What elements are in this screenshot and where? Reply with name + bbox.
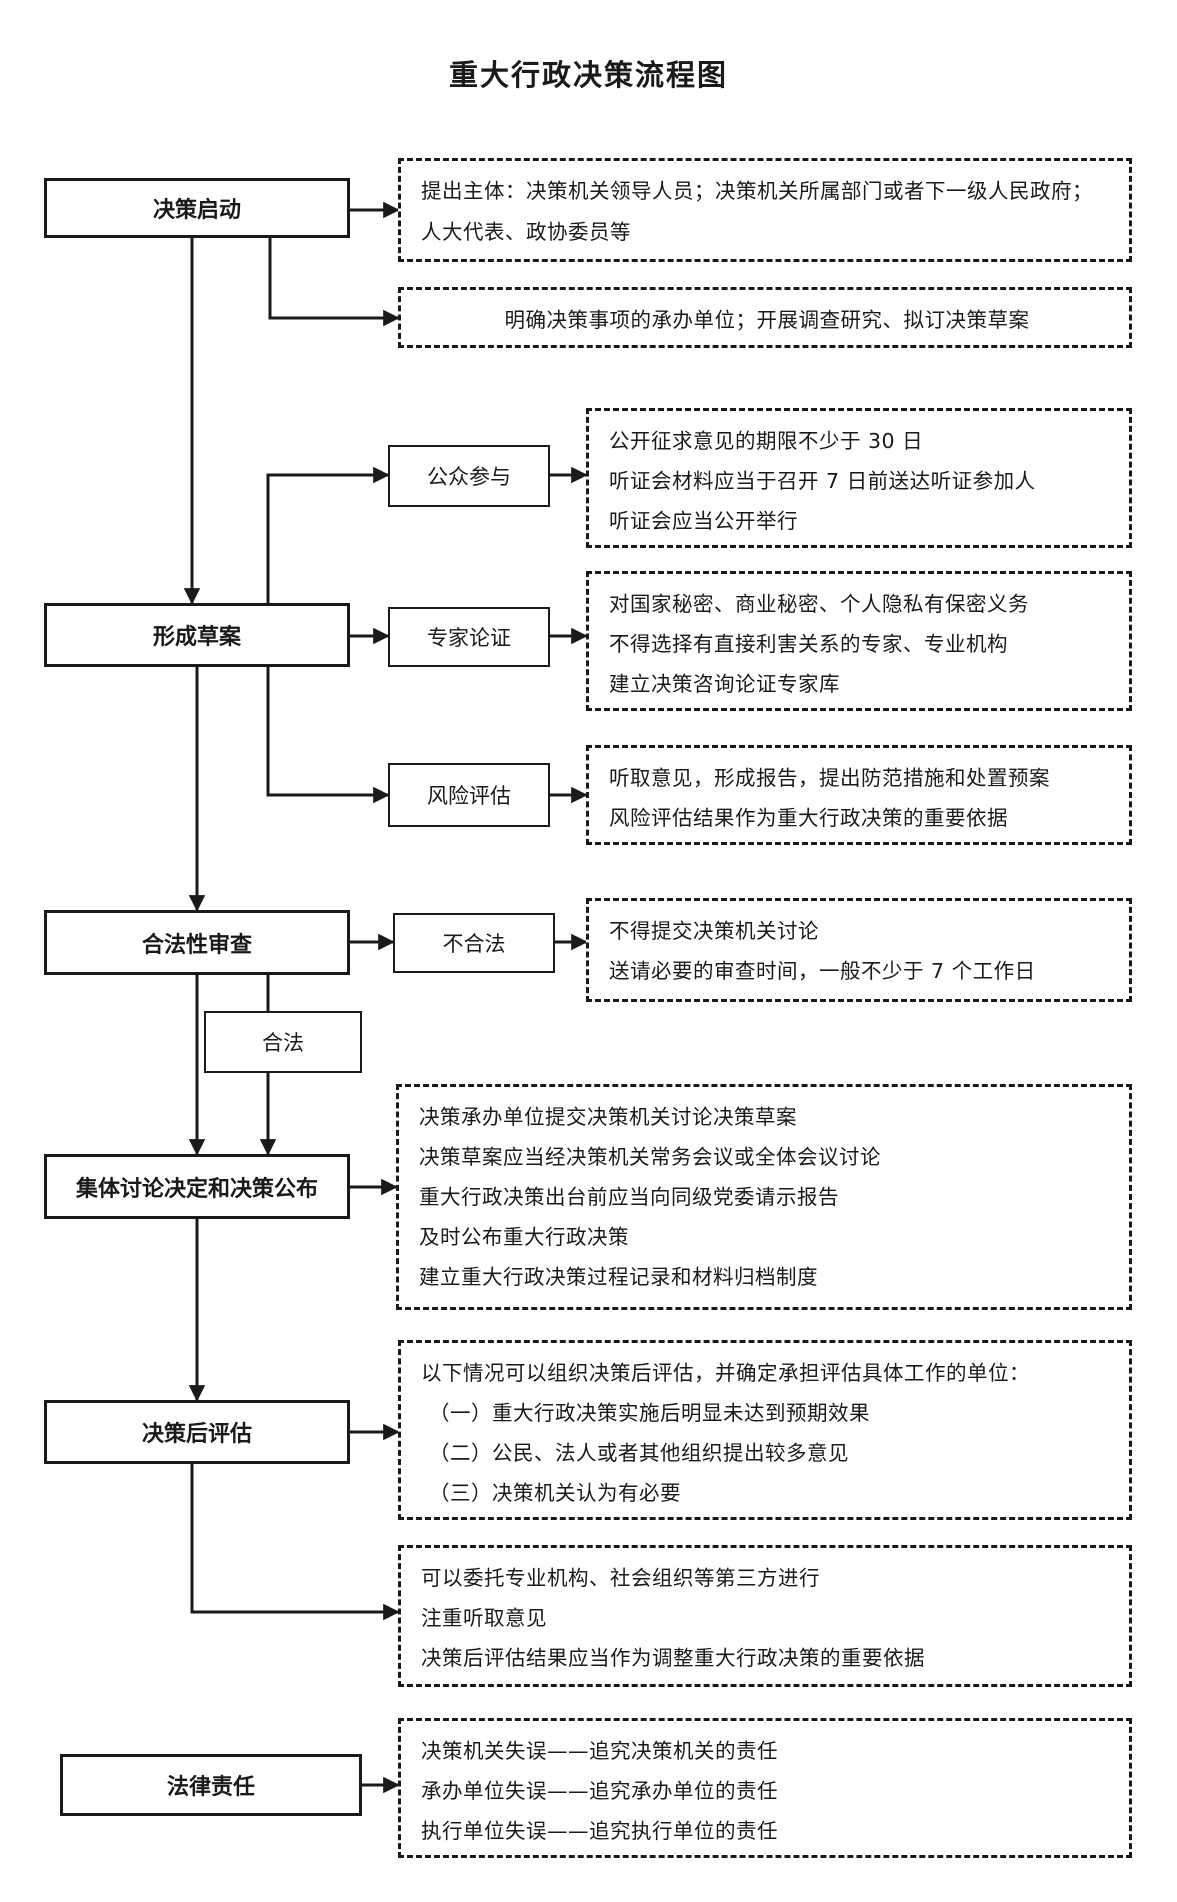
branch-illegal: 不合法: [393, 913, 555, 973]
arrow-draft-to-public: [266, 466, 390, 603]
note-line: 决策草案应当经决策机关常务会议或全体会议讨论: [419, 1145, 881, 1169]
page-title: 重大行政决策流程图: [448, 58, 728, 92]
note-line: 承办单位失误——追究承办单位的责任: [421, 1779, 778, 1803]
note-post-eval-conditions: 以下情况可以组织决策后评估，并确定承担评估具体工作的单位： （一）重大行政决策实…: [398, 1340, 1132, 1520]
note-line: 注重听取意见: [421, 1606, 547, 1630]
note-post-eval-method: 可以委托专业机构、社会组织等第三方进行 注重听取意见 决策后评估结果应当作为调整…: [398, 1545, 1132, 1687]
note-line: 听证会材料应当于召开 7 日前送达听证参加人: [609, 469, 1036, 493]
note-legal-liability: 决策机关失误——追究决策机关的责任 承办单位失误——追究承办单位的责任 执行单位…: [398, 1718, 1132, 1858]
step-post-evaluation: 决策后评估: [44, 1400, 350, 1464]
step-legality-review: 合法性审查: [44, 910, 350, 975]
branch-risk-assessment: 风险评估: [388, 763, 550, 827]
note-line: 明确决策事项的承办单位；开展调查研究、拟订决策草案: [504, 308, 1030, 332]
step-form-draft: 形成草案: [44, 603, 350, 667]
note-line: 及时公布重大行政决策: [419, 1225, 629, 1249]
note-line: 以下情况可以组织决策后评估，并确定承担评估具体工作的单位：: [421, 1361, 1030, 1385]
note-expert-review: 对国家秘密、商业秘密、个人隐私有保密义务 不得选择有直接利害关系的专家、专业机构…: [586, 571, 1132, 711]
note-line: 建立重大行政决策过程记录和材料归档制度: [419, 1265, 818, 1289]
branch-legal: 合法: [204, 1011, 362, 1073]
note-line: 提出主体：决策机关领导人员；决策机关所属部门或者下一级人民政府；人大代表、政协委…: [421, 179, 1093, 244]
branch-public-participation: 公众参与: [388, 445, 550, 507]
note-line: 执行单位失误——追究执行单位的责任: [421, 1819, 778, 1843]
note-line: 重大行政决策出台前应当向同级党委请示报告: [419, 1185, 839, 1209]
step-legal-liability: 法律责任: [60, 1754, 362, 1816]
note-line: （一）重大行政决策实施后明显未达到预期效果: [429, 1401, 870, 1425]
note-line: 听证会应当公开举行: [609, 509, 798, 533]
note-line: 不得选择有直接利害关系的专家、专业机构: [609, 632, 1008, 656]
note-risk-assessment: 听取意见，形成报告，提出防范措施和处置预案 风险评估结果作为重大行政决策的重要依…: [586, 745, 1132, 845]
arrow-posteval-to-method: [190, 1464, 400, 1621]
note-line: 风险评估结果作为重大行政决策的重要依据: [609, 806, 1008, 830]
note-collective-decision: 决策承办单位提交决策机关讨论决策草案 决策草案应当经决策机关常务会议或全体会议讨…: [396, 1084, 1132, 1310]
note-line: 不得提交决策机关讨论: [609, 919, 819, 943]
arrow-draft-to-risk: [266, 667, 390, 804]
note-public-participation: 公开征求意见的期限不少于 30 日 听证会材料应当于召开 7 日前送达听证参加人…: [586, 408, 1132, 548]
note-line: 听取意见，形成报告，提出防范措施和处置预案: [609, 766, 1050, 790]
step-decision-start: 决策启动: [44, 178, 350, 238]
note-line: 送请必要的审查时间，一般不少于 7 个工作日: [609, 959, 1036, 983]
note-start-unit: 明确决策事项的承办单位；开展调查研究、拟订决策草案: [398, 287, 1132, 348]
note-line: 对国家秘密、商业秘密、个人隐私有保密义务: [609, 592, 1029, 616]
step-collective-decision: 集体讨论决定和决策公布: [44, 1154, 350, 1219]
note-illegal: 不得提交决策机关讨论 送请必要的审查时间，一般不少于 7 个工作日: [586, 898, 1132, 1002]
note-line: 决策机关失误——追究决策机关的责任: [421, 1739, 778, 1763]
note-line: （三）决策机关认为有必要: [429, 1481, 681, 1505]
arrow-start-to-unit: [268, 238, 400, 327]
note-start-subject: 提出主体：决策机关领导人员；决策机关所属部门或者下一级人民政府；人大代表、政协委…: [398, 158, 1132, 262]
note-line: 决策后评估结果应当作为调整重大行政决策的重要依据: [421, 1646, 925, 1670]
note-line: 可以委托专业机构、社会组织等第三方进行: [421, 1566, 820, 1590]
note-line: 决策承办单位提交决策机关讨论决策草案: [419, 1105, 797, 1129]
note-line: （二）公民、法人或者其他组织提出较多意见: [429, 1441, 849, 1465]
branch-expert-review: 专家论证: [388, 607, 550, 667]
note-line: 公开征求意见的期限不少于 30 日: [609, 429, 924, 453]
note-line: 建立决策咨询论证专家库: [609, 672, 840, 696]
